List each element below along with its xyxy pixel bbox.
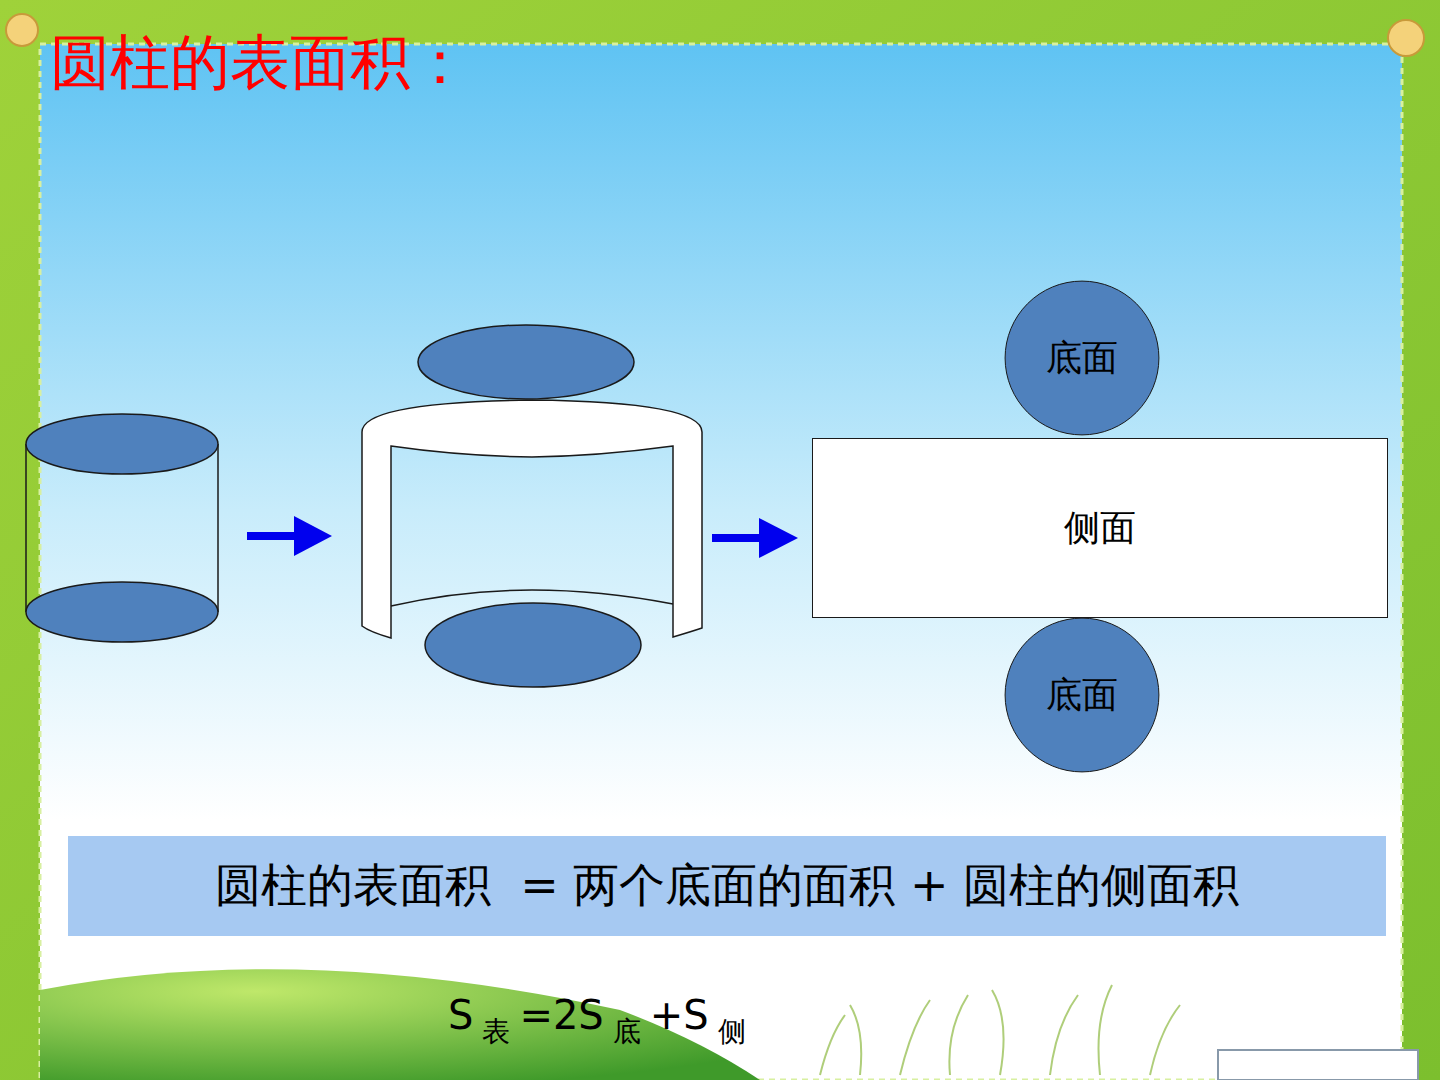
lateral-rect: 侧面 (812, 438, 1388, 618)
formula-subscript: 底 (613, 1013, 641, 1051)
formula-line: S表=2S底+S侧 (448, 992, 746, 1039)
formula-symbol: S (448, 992, 473, 1038)
slide-title: 圆柱的表面积： (50, 26, 470, 98)
formula-band: 圆柱的表面积 = 两个底面的面积 + 圆柱的侧面积 (68, 836, 1386, 936)
formula-text: 圆柱的表面积 = 两个底面的面积 + 圆柱的侧面积 (215, 855, 1239, 917)
formula-symbol: =2S (519, 992, 603, 1038)
base-circle: 底面 (1004, 280, 1160, 436)
formula-subscript: 表 (482, 1013, 510, 1051)
formula-symbol: +S (650, 992, 709, 1038)
shape-label: 底面 (1046, 671, 1118, 720)
shape-label: 侧面 (1064, 504, 1136, 553)
base-circle: 底面 (1004, 617, 1160, 773)
formula-subscript: 侧 (718, 1013, 746, 1051)
shape-label: 底面 (1046, 334, 1118, 383)
